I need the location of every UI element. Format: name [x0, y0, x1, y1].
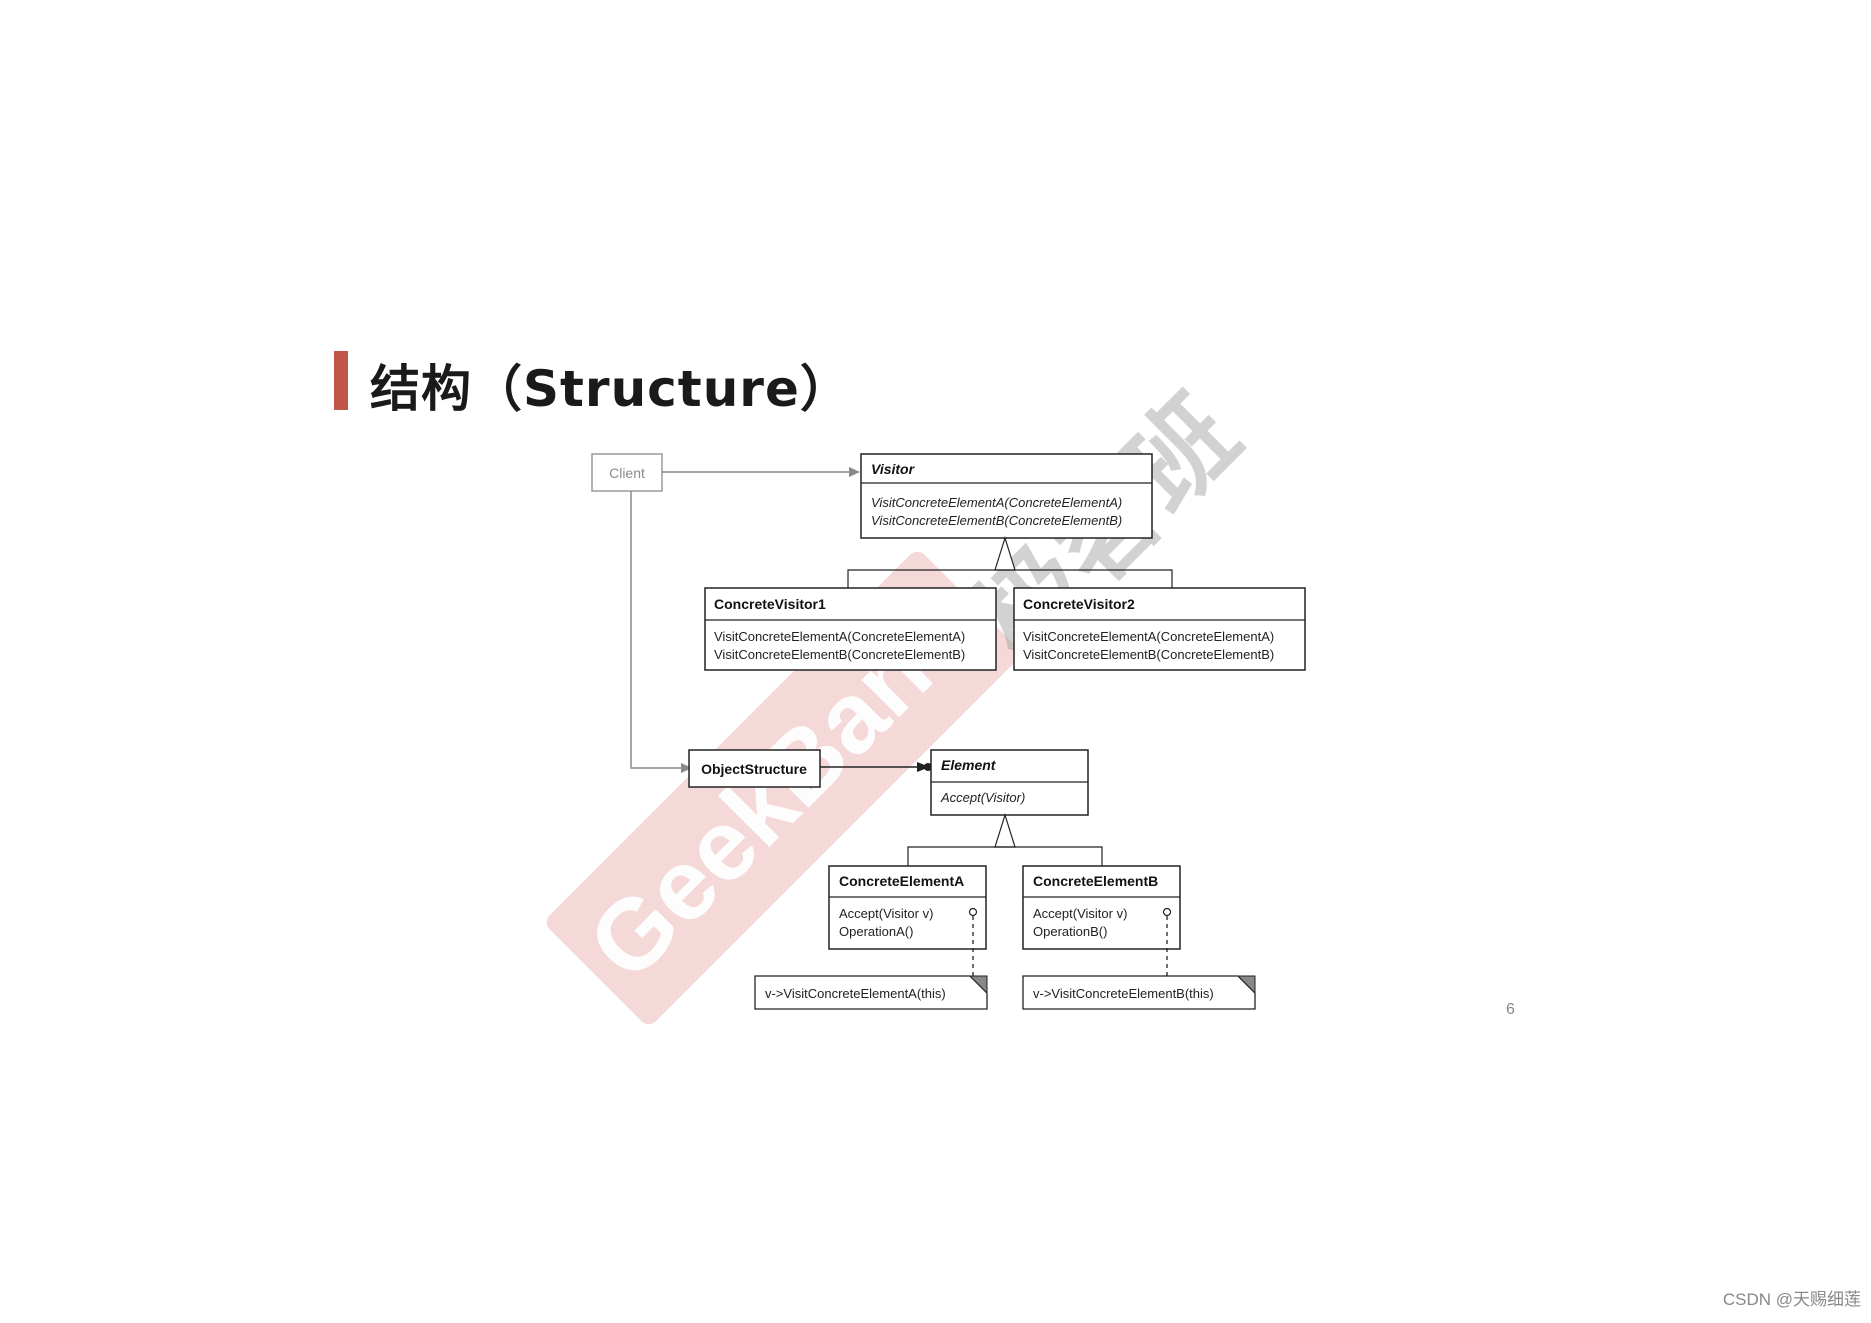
concrete-visitor-1-op-b: VisitConcreteElementB(ConcreteElementB) — [714, 647, 965, 662]
concrete-visitor-1-name: ConcreteVisitor1 — [714, 596, 826, 612]
concrete-element-b-box: ConcreteElementB Accept(Visitor v) Opera… — [1022, 865, 1181, 950]
visitor-op-a: VisitConcreteElementA(ConcreteElementA) — [871, 495, 1122, 510]
concrete-visitor-2-box: ConcreteVisitor2 VisitConcreteElementA(C… — [1013, 587, 1306, 671]
concrete-element-a-op-operation: OperationA() — [839, 924, 913, 939]
concrete-visitor-1-box: ConcreteVisitor1 VisitConcreteElementA(C… — [704, 587, 997, 671]
concrete-element-a-box: ConcreteElementA Accept(Visitor v) Opera… — [828, 865, 987, 950]
visitor-class-box: Visitor VisitConcreteElementA(ConcreteEl… — [860, 453, 1153, 539]
concrete-element-b-op-operation: OperationB() — [1033, 924, 1107, 939]
title-accent-bar — [334, 351, 348, 410]
concrete-element-b-op-accept: Accept(Visitor v) — [1033, 906, 1127, 921]
element-op: Accept(Visitor) — [940, 790, 1025, 805]
note-connectors — [972, 916, 1168, 976]
note-a: v->VisitConcreteElementA(this) — [754, 975, 988, 1010]
client-label: Client — [609, 465, 645, 481]
footer-credit: CSDN @天赐细莲 — [1722, 1290, 1861, 1309]
concrete-element-a-op-accept: Accept(Visitor v) — [839, 906, 933, 921]
note-b-text: v->VisitConcreteElementB(this) — [1033, 986, 1214, 1001]
visitor-op-b: VisitConcreteElementB(ConcreteElementB) — [871, 513, 1122, 528]
object-structure-box: ObjectStructure — [688, 749, 821, 788]
object-structure-label: ObjectStructure — [701, 761, 807, 777]
client-box: Client — [591, 453, 663, 492]
note-b: v->VisitConcreteElementB(this) — [1022, 975, 1256, 1010]
concrete-element-a-name: ConcreteElementA — [839, 873, 964, 889]
client-to-visitor-arrow — [662, 467, 860, 477]
concrete-visitor-2-name: ConcreteVisitor2 — [1023, 596, 1135, 612]
slide-title: 结构（Structure） — [370, 360, 851, 418]
concrete-element-b-name: ConcreteElementB — [1033, 873, 1158, 889]
visitor-name: Visitor — [871, 461, 916, 477]
concrete-visitor-2-op-b: VisitConcreteElementB(ConcreteElementB) — [1023, 647, 1274, 662]
client-to-object-structure-arrow — [630, 491, 692, 773]
element-inheritance-lines — [907, 812, 1103, 866]
object-structure-to-element-arrow — [820, 762, 932, 772]
element-name: Element — [941, 757, 997, 773]
concrete-visitor-2-op-a: VisitConcreteElementA(ConcreteElementA) — [1023, 629, 1274, 644]
note-a-text: v->VisitConcreteElementA(this) — [765, 986, 946, 1001]
visitor-inheritance-lines — [847, 535, 1173, 588]
element-class-box: Element Accept(Visitor) — [930, 749, 1089, 816]
page-number: 6 — [1506, 1001, 1515, 1018]
concrete-visitor-1-op-a: VisitConcreteElementA(ConcreteElementA) — [714, 629, 965, 644]
